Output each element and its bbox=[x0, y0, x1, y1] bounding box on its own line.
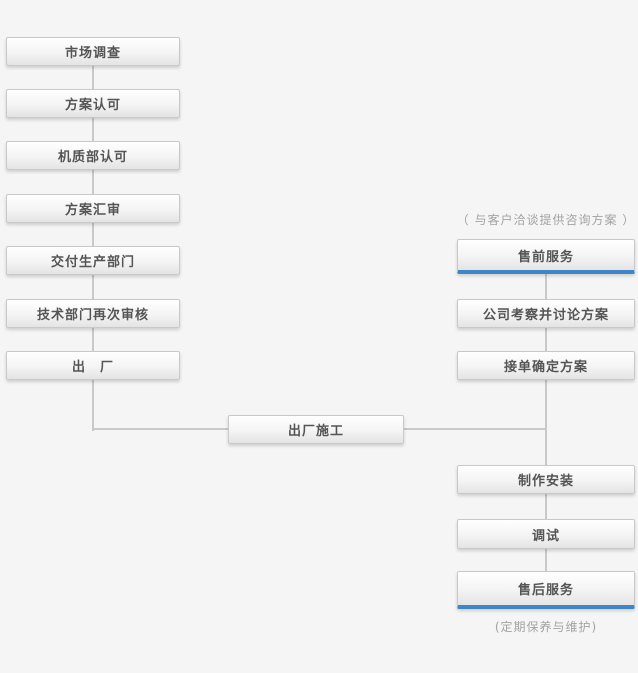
flow-step-leave-factory: 出 厂 bbox=[6, 351, 180, 380]
flow-step-factory-construction: 出厂施工 bbox=[228, 415, 404, 444]
after-sales-note: (定期保养与维护) bbox=[494, 620, 598, 634]
connector-left-vertical bbox=[92, 50, 94, 431]
flow-step-company-inspection-discussion: 公司考察并讨论方案 bbox=[457, 299, 635, 328]
flow-step-debugging: 调试 bbox=[457, 519, 635, 549]
flow-step-production-installation: 制作安装 bbox=[457, 465, 635, 494]
connector-left-horizontal bbox=[93, 428, 229, 430]
flow-step-quality-dept-approval: 机质部认可 bbox=[6, 141, 180, 170]
pre-sales-note: （ 与客户洽谈提供咨询方案 ） bbox=[456, 213, 636, 227]
flow-step-order-confirm-plan: 接单确定方案 bbox=[457, 351, 635, 380]
flow-step-market-survey: 市场调查 bbox=[6, 37, 180, 66]
flow-step-plan-joint-review: 方案汇审 bbox=[6, 194, 180, 223]
flow-step-tech-dept-recheck: 技术部门再次审核 bbox=[6, 299, 180, 328]
flow-step-after-sales-service: 售后服务 bbox=[457, 571, 635, 609]
flow-step-plan-approval: 方案认可 bbox=[6, 89, 180, 118]
flow-step-pre-sales-service: 售前服务 bbox=[457, 239, 635, 274]
flow-step-deliver-to-production: 交付生产部门 bbox=[6, 246, 180, 275]
connector-right-vertical bbox=[545, 252, 547, 582]
connector-right-horizontal bbox=[403, 428, 546, 430]
